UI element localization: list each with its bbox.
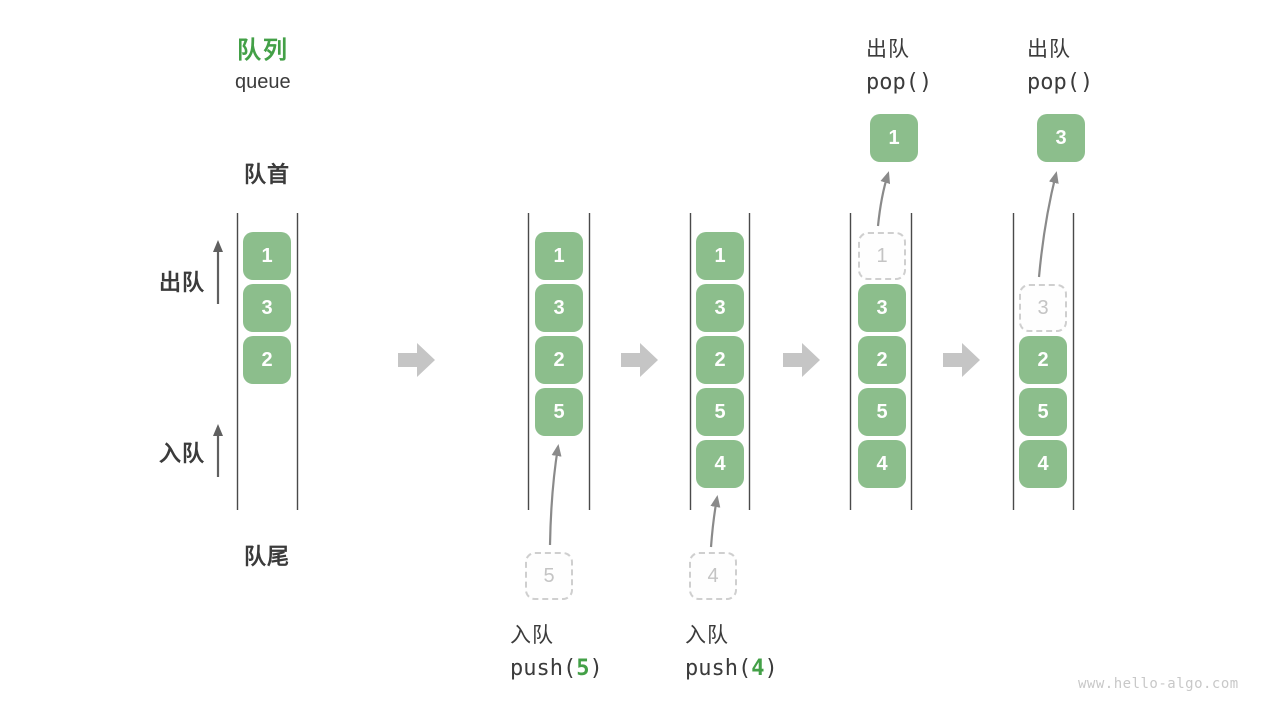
pop-arrow-icon: [876, 171, 891, 227]
pop-arrow-icon: [1037, 171, 1059, 278]
queue-cell: 1: [696, 232, 744, 280]
queue-cell: 4: [858, 440, 906, 488]
queue-cell: 1: [535, 232, 583, 280]
removed-slot-cell: 1: [858, 232, 906, 280]
queue-cell: 3: [858, 284, 906, 332]
transition-arrow-icon: [783, 343, 820, 377]
queue-rear-label: 队尾: [244, 544, 291, 569]
push-operation-label: 入队 push(5): [510, 619, 603, 681]
transition-arrow-icon: [943, 343, 980, 377]
queue-cell: 2: [243, 336, 291, 384]
enqueue-side-label: 入队: [159, 441, 206, 466]
popped-cell: 1: [870, 114, 918, 162]
removed-slot-cell: 3: [1019, 284, 1067, 332]
popped-cell: 3: [1037, 114, 1085, 162]
diagram-title-zh: 队列: [237, 37, 289, 64]
push-arg: 4: [751, 656, 765, 681]
queue-cell: 4: [696, 440, 744, 488]
queue-cell: 5: [1019, 388, 1067, 436]
queue-cell: 5: [858, 388, 906, 436]
queue-cell: 4: [1019, 440, 1067, 488]
push-label-zh: 入队: [510, 624, 554, 647]
queue-cell: 5: [696, 388, 744, 436]
queue-cell: 5: [535, 388, 583, 436]
push-arg: 5: [576, 656, 590, 681]
queue-cell: 2: [858, 336, 906, 384]
transition-arrow-icon: [398, 343, 435, 377]
queue-cell: 2: [535, 336, 583, 384]
queue-container-lines: [236, 213, 1075, 510]
transition-arrow-icon: [621, 343, 658, 377]
queue-cell: 3: [696, 284, 744, 332]
queue-cell: 1: [243, 232, 291, 280]
pending-enqueue-cell: 4: [689, 552, 737, 600]
pending-enqueue-cell: 5: [525, 552, 573, 600]
push-label-fn: push(5): [510, 656, 603, 681]
queue-front-label: 队首: [244, 162, 291, 187]
pop-label-zh: 出队: [866, 38, 910, 61]
queue-cell: 2: [1019, 336, 1067, 384]
pop-label-fn: pop(): [1027, 70, 1094, 95]
enqueue-arrow-icon: [548, 444, 562, 546]
pop-label-zh: 出队: [1027, 38, 1071, 61]
push-label-zh: 入队: [685, 624, 729, 647]
pop-label-fn: pop(): [866, 70, 933, 95]
diagram-title-en: queue: [235, 71, 291, 93]
dequeue-side-label: 出队: [159, 270, 206, 295]
pop-operation-label: 出队 pop(): [866, 33, 932, 95]
queue-cell: 3: [535, 284, 583, 332]
enqueue-arrow-icon: [709, 495, 721, 548]
pop-operation-label: 出队 pop(): [1027, 33, 1093, 95]
push-operation-label: 入队 push(4): [685, 619, 778, 681]
queue-cell: 2: [696, 336, 744, 384]
queue-cell: 3: [243, 284, 291, 332]
watermark: www.hello-algo.com: [1078, 676, 1239, 692]
push-label-fn: push(4): [685, 656, 778, 681]
